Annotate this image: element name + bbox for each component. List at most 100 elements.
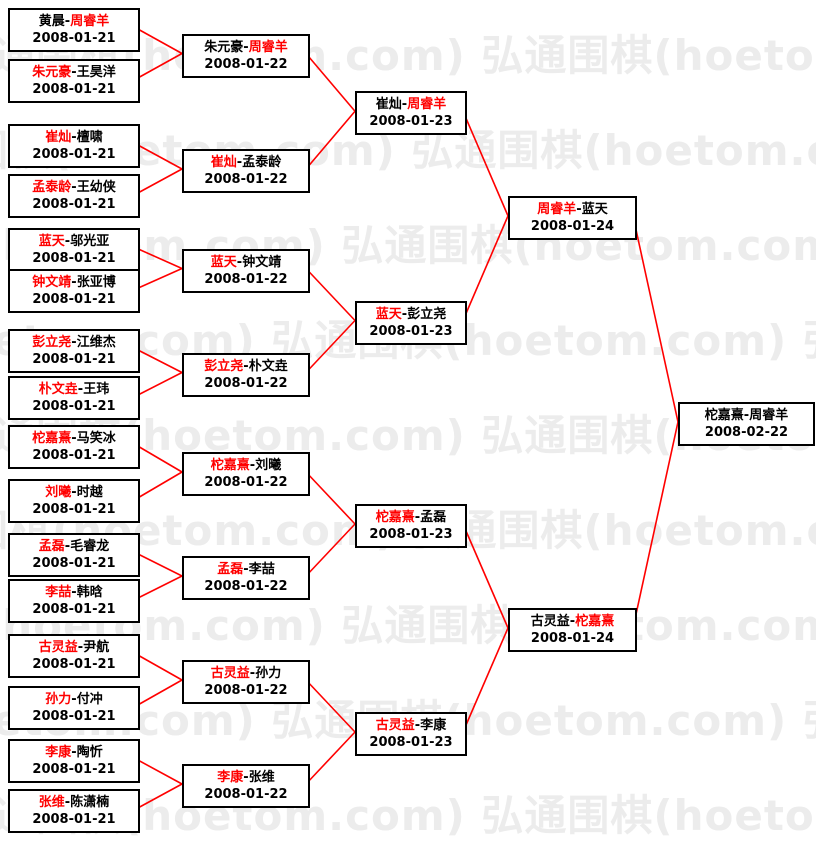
name-separator: - — [71, 335, 77, 350]
match-box: 蓝天-彭立尧 2008-01-23 — [355, 300, 467, 345]
name-separator: - — [71, 180, 77, 195]
player1-name: 古灵益 — [375, 718, 415, 733]
player2-name: 檀啸 — [76, 130, 103, 145]
player2-name: 毛睿龙 — [70, 539, 110, 554]
match-date: 2008-01-21 — [32, 399, 116, 414]
match-name: 崔灿-檀啸 — [10, 129, 138, 146]
match-date: 2008-01-21 — [32, 812, 116, 827]
name-separator: - — [414, 718, 421, 733]
match-date: 2008-01-22 — [204, 271, 288, 287]
match-box: 周睿羊-蓝天 2008-01-24 — [508, 195, 637, 240]
match-date: 2008-01-21 — [32, 709, 116, 724]
player1-name: 张维 — [38, 795, 65, 810]
match-box: 崔灿-孟泰龄 2008-01-22 — [182, 149, 310, 193]
name-separator: - — [71, 65, 77, 80]
connector-line — [462, 110, 509, 217]
connector-line — [632, 421, 679, 629]
name-separator: - — [236, 254, 243, 270]
match-date: 2008-01-22 — [204, 787, 288, 802]
match-name: 柁嘉熹-马笑冰 — [10, 430, 138, 447]
match-date: 2008-01-21 — [32, 31, 116, 46]
connector-line — [135, 444, 183, 473]
match-box: 古灵益-尹航 2008-01-21 — [8, 634, 140, 678]
player2-name: 柁嘉熹 — [575, 614, 615, 629]
match-name: 朱元豪-周睿羊 — [184, 39, 308, 56]
name-separator: - — [64, 234, 71, 249]
match-box: 柁嘉熹-孟磊 2008-01-23 — [355, 504, 467, 548]
name-separator: - — [243, 770, 249, 785]
name-separator: - — [64, 539, 71, 554]
match-date: 2008-02-22 — [704, 424, 789, 440]
match-date: 2008-01-24 — [530, 631, 615, 646]
connector-line — [305, 110, 356, 170]
player2-name: 周睿羊 — [749, 407, 789, 423]
match-date: 2008-01-21 — [32, 762, 116, 777]
match-box: 李康-陶忻 2008-01-21 — [8, 739, 140, 783]
connector-line — [135, 575, 183, 600]
player2-name: 王玮 — [83, 382, 110, 397]
player1-name: 蓝天 — [210, 254, 237, 270]
player1-name: 柁嘉熹 — [704, 407, 744, 423]
name-separator: - — [401, 306, 408, 322]
match-name: 古灵益-尹航 — [10, 639, 138, 656]
match-name: 蓝天-邬光亚 — [10, 233, 138, 250]
player1-name: 崔灿 — [375, 97, 402, 113]
player1-name: 钟文靖 — [32, 275, 72, 290]
match-date: 2008-01-22 — [204, 56, 288, 72]
connector-line — [135, 348, 183, 374]
name-separator: - — [71, 745, 77, 760]
match-date: 2008-01-23 — [369, 323, 453, 339]
player2-name: 李喆 — [248, 562, 275, 577]
connector-line — [305, 319, 356, 374]
match-name: 蓝天-彭立尧 — [357, 306, 465, 323]
connector-line — [135, 371, 183, 397]
connector-line — [462, 627, 509, 733]
match-date: 2008-01-23 — [369, 735, 453, 750]
name-separator: - — [249, 458, 256, 473]
player2-name: 张亚博 — [76, 275, 116, 290]
name-separator: - — [401, 97, 408, 113]
name-separator: - — [77, 640, 84, 655]
match-name: 古灵益-李康 — [357, 717, 465, 734]
match-date: 2008-01-21 — [32, 502, 116, 517]
connector-line — [135, 143, 183, 170]
match-date: 2008-01-21 — [32, 292, 116, 307]
player2-name: 孟泰龄 — [242, 155, 282, 170]
player1-name: 柁嘉熹 — [210, 458, 250, 473]
name-separator: - — [64, 14, 71, 29]
match-name: 孟磊-毛睿龙 — [10, 538, 138, 555]
name-separator: - — [71, 692, 77, 707]
match-box: 柁嘉熹-马笑冰 2008-01-21 — [8, 425, 140, 469]
player2-name: 孟磊 — [420, 510, 447, 525]
match-date: 2008-01-22 — [204, 475, 288, 490]
match-name: 崔灿-周睿羊 — [357, 96, 465, 113]
player1-name: 古灵益 — [210, 666, 250, 681]
player2-name: 周睿羊 — [407, 97, 447, 113]
match-date: 2008-01-23 — [369, 114, 453, 130]
match-box: 柁嘉熹-周睿羊 2008-02-22 — [678, 401, 815, 446]
connector-line — [305, 523, 356, 577]
match-name: 柁嘉熹-孟磊 — [357, 509, 465, 526]
connector-line — [305, 679, 356, 733]
match-box: 蓝天-钟文靖 2008-01-22 — [182, 248, 310, 293]
match-name: 崔灿-孟泰龄 — [184, 154, 308, 171]
player2-name: 王幼侠 — [76, 180, 116, 195]
name-separator: - — [243, 39, 249, 55]
match-box: 古灵益-孙力 2008-01-22 — [182, 660, 310, 704]
match-box: 崔灿-檀啸 2008-01-21 — [8, 124, 140, 168]
player2-name: 朴文垚 — [248, 358, 288, 374]
match-name: 彭立尧-朴文垚 — [184, 358, 308, 375]
player1-name: 孟磊 — [38, 539, 65, 554]
name-separator: - — [71, 130, 77, 145]
player1-name: 彭立尧 — [32, 335, 72, 350]
connector-line — [135, 783, 183, 810]
player1-name: 蓝天 — [375, 306, 402, 322]
match-box: 李康-张维 2008-01-22 — [182, 764, 310, 808]
match-name: 古灵益-孙力 — [184, 665, 308, 682]
match-date: 2008-01-21 — [32, 251, 116, 266]
match-box: 孟泰龄-王幼侠 2008-01-21 — [8, 174, 140, 218]
connector-line — [305, 471, 356, 525]
match-box: 孙力-付冲 2008-01-21 — [8, 686, 140, 730]
